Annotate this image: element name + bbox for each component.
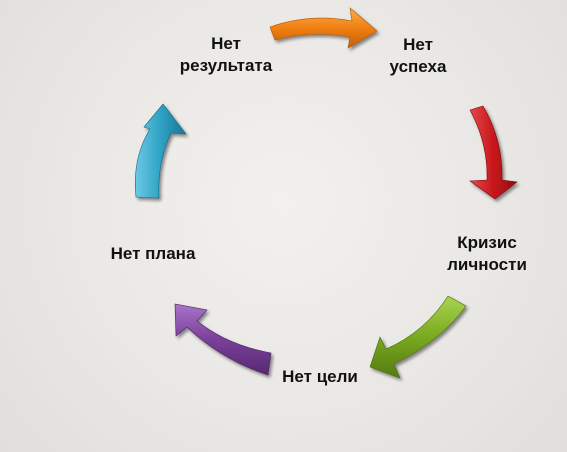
node-no-result-line-2: результата <box>179 56 273 75</box>
arrow-no-result-to-no-success <box>269 7 378 49</box>
node-no-result: Нет результата <box>170 33 282 77</box>
node-no-success-line-2: успеха <box>389 57 447 76</box>
node-no-success-line-1: Нет <box>403 35 433 54</box>
node-no-plan-line-1: Нет плана <box>110 244 196 263</box>
arrow-no-success-to-identity-crisis <box>469 105 518 200</box>
node-no-goal-line-1: Нет цели <box>282 367 358 386</box>
node-identity-crisis-line-1: Кризис <box>457 233 517 252</box>
node-no-goal: Нет цели <box>266 366 374 388</box>
node-no-result-line-1: Нет <box>211 34 241 53</box>
node-identity-crisis: Кризис личности <box>425 232 549 276</box>
node-identity-crisis-line-2: личности <box>447 255 527 274</box>
arrow-identity-crisis-to-no-goal <box>369 295 467 379</box>
arrow-no-goal-to-no-plan <box>174 303 272 376</box>
node-no-plan: Нет плана <box>98 243 208 265</box>
node-no-success: Нет успеха <box>368 34 468 78</box>
arrow-no-plan-to-no-result <box>135 103 187 199</box>
